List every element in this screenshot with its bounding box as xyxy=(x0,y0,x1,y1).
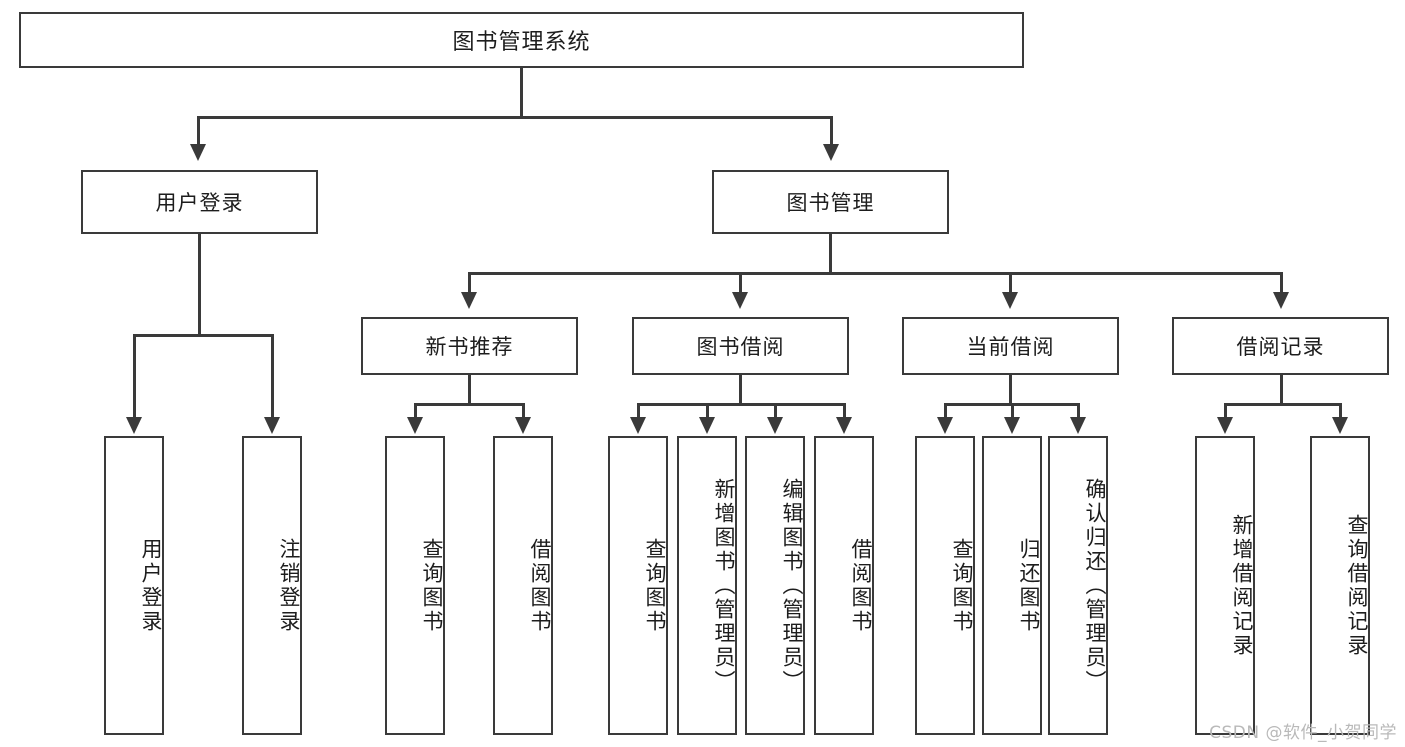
node-label: 归还图书 xyxy=(1017,537,1041,634)
arrow-to-confirm-return xyxy=(1070,417,1086,434)
connector-root-drop-2 xyxy=(830,116,833,146)
node-label: 用户登录 xyxy=(139,537,163,634)
connector-userlogin-stem xyxy=(198,234,201,335)
arrow-to-add-book xyxy=(699,417,715,434)
node-label: 查询图书 xyxy=(420,537,444,634)
arrow-to-book-manage xyxy=(823,144,839,161)
connector-currentborrow-drop-1 xyxy=(944,403,947,419)
connector-root-bus xyxy=(197,116,833,119)
arrow-to-add-borrow-record xyxy=(1217,417,1233,434)
arrow-to-current-borrow xyxy=(1002,292,1018,309)
leaf-add-book-admin[interactable]: 新增图书（管理员） xyxy=(677,436,737,735)
arrow-to-return-book xyxy=(1004,417,1020,434)
node-book-borrow[interactable]: 图书借阅 xyxy=(632,317,849,375)
connector-borrowrecord-bus xyxy=(1224,403,1341,406)
node-label: 确认归还（管理员） xyxy=(1083,477,1107,694)
leaf-edit-book-admin[interactable]: 编辑图书（管理员） xyxy=(745,436,805,735)
connector-bookborrow-drop-2 xyxy=(706,403,709,419)
connector-currentborrow-stem xyxy=(1009,375,1012,405)
node-root-system[interactable]: 图书管理系统 xyxy=(19,12,1024,68)
node-label: 新增图书（管理员） xyxy=(712,477,736,694)
arrow-to-book-borrow xyxy=(732,292,748,309)
arrow-to-logout-leaf xyxy=(264,417,280,434)
arrow-to-borrow-record xyxy=(1273,292,1289,309)
leaf-query-book-current[interactable]: 查询图书 xyxy=(915,436,975,735)
arrow-to-user-login xyxy=(190,144,206,161)
arrow-to-edit-book xyxy=(767,417,783,434)
leaf-return-book[interactable]: 归还图书 xyxy=(982,436,1042,735)
node-label: 注销登录 xyxy=(277,537,301,634)
leaf-confirm-return-admin[interactable]: 确认归还（管理员） xyxy=(1048,436,1108,735)
arrow-to-borrow-book-2 xyxy=(836,417,852,434)
leaf-add-borrow-record[interactable]: 新增借阅记录 xyxy=(1195,436,1255,735)
connector-bookborrow-drop-1 xyxy=(637,403,640,419)
leaf-query-book-borrow[interactable]: 查询图书 xyxy=(608,436,668,735)
connector-newbook-drop-1 xyxy=(414,403,417,419)
connector-borrowrecord-drop-1 xyxy=(1224,403,1227,419)
node-label: 图书借阅 xyxy=(696,335,785,359)
arrow-to-query-book-3 xyxy=(937,417,953,434)
node-label: 查询图书 xyxy=(950,537,974,634)
node-borrow-record[interactable]: 借阅记录 xyxy=(1172,317,1389,375)
connector-bookborrow-stem xyxy=(739,375,742,405)
arrow-to-query-book-1 xyxy=(407,417,423,434)
connector-bookborrow-drop-3 xyxy=(774,403,777,419)
leaf-borrow-book-recommend[interactable]: 借阅图书 xyxy=(493,436,553,735)
connector-currentborrow-drop-2 xyxy=(1011,403,1014,419)
connector-borrowrecord-drop-2 xyxy=(1339,403,1342,419)
connector-userlogin-drop-1 xyxy=(133,334,136,419)
connector-newbook-stem xyxy=(468,375,471,405)
connector-bookmgmt-drop-1 xyxy=(468,272,471,294)
node-label: 查询借阅记录 xyxy=(1345,513,1369,658)
connector-newbook-bus xyxy=(414,403,524,406)
connector-root-stem xyxy=(520,68,523,118)
leaf-user-login[interactable]: 用户登录 xyxy=(104,436,164,735)
node-label: 图书管理 xyxy=(786,191,875,215)
node-label: 借阅记录 xyxy=(1236,335,1325,359)
connector-bookmgmt-bus xyxy=(468,272,1282,275)
connector-bookmgmt-drop-3 xyxy=(1009,272,1012,294)
node-label: 用户登录 xyxy=(155,191,244,215)
leaf-borrow-book-borrow[interactable]: 借阅图书 xyxy=(814,436,874,735)
node-label: 编辑图书（管理员） xyxy=(780,477,804,694)
node-label: 借阅图书 xyxy=(849,537,873,634)
connector-bookborrow-drop-4 xyxy=(843,403,846,419)
arrow-to-user-login-leaf xyxy=(126,417,142,434)
leaf-logout[interactable]: 注销登录 xyxy=(242,436,302,735)
connector-borrowrecord-stem xyxy=(1280,375,1283,405)
connector-userlogin-drop-2 xyxy=(271,334,274,419)
connector-root-drop-1 xyxy=(197,116,200,146)
node-user-login[interactable]: 用户登录 xyxy=(81,170,318,234)
node-label: 查询图书 xyxy=(643,537,667,634)
node-label: 借阅图书 xyxy=(528,537,552,634)
leaf-query-book-recommend[interactable]: 查询图书 xyxy=(385,436,445,735)
node-label: 新增借阅记录 xyxy=(1230,513,1254,658)
node-new-book-recommend[interactable]: 新书推荐 xyxy=(361,317,578,375)
arrow-to-borrow-book-1 xyxy=(515,417,531,434)
csdn-watermark: CSDN @软件_小贺同学 xyxy=(1209,723,1397,743)
connector-bookmgmt-drop-2 xyxy=(739,272,742,294)
arrow-to-query-book-2 xyxy=(630,417,646,434)
arrow-to-query-borrow-record xyxy=(1332,417,1348,434)
node-label: 新书推荐 xyxy=(425,335,514,359)
connector-newbook-drop-2 xyxy=(522,403,525,419)
leaf-query-borrow-record[interactable]: 查询借阅记录 xyxy=(1310,436,1370,735)
node-current-borrow[interactable]: 当前借阅 xyxy=(902,317,1119,375)
node-label: 当前借阅 xyxy=(966,335,1055,359)
node-book-management[interactable]: 图书管理 xyxy=(712,170,949,234)
node-label: 图书管理系统 xyxy=(452,30,591,55)
connector-bookmgmt-drop-4 xyxy=(1280,272,1283,294)
connector-bookborrow-bus xyxy=(637,403,845,406)
connector-userlogin-bus xyxy=(133,334,273,337)
arrow-to-new-book-recommend xyxy=(461,292,477,309)
connector-currentborrow-drop-3 xyxy=(1077,403,1080,419)
connector-bookmgmt-stem xyxy=(829,234,832,274)
